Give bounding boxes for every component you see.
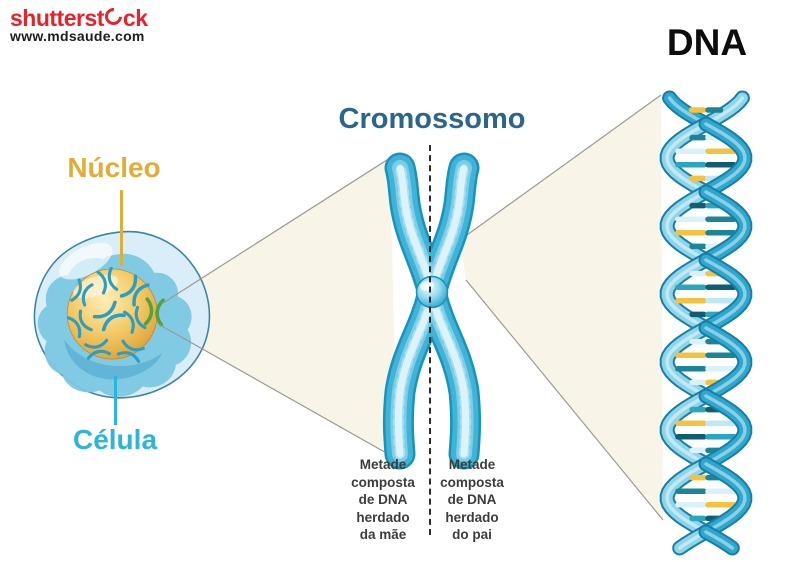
caption-line: do pai bbox=[452, 527, 492, 542]
caption-paternal: Metade composta de DNA herdado do pai bbox=[420, 456, 524, 544]
dna-strand-segment bbox=[704, 326, 747, 398]
dna-strand-segment bbox=[665, 462, 708, 534]
dna-strand-segment bbox=[661, 390, 712, 470]
caption-line: herdado bbox=[356, 509, 410, 525]
caption-line: de DNA bbox=[447, 492, 497, 507]
centromere-divider-line bbox=[429, 145, 431, 535]
logo-suffix: ck bbox=[122, 5, 148, 31]
caption-maternal: Metade composta de DNA herdado da mãe bbox=[331, 456, 435, 544]
dna-strand-segment bbox=[704, 462, 747, 534]
shutterstock-logo: shutterst ck bbox=[10, 4, 148, 32]
dna-strand-segment bbox=[700, 118, 751, 198]
dna-strand-segment bbox=[700, 458, 751, 538]
dna-strand-segment bbox=[665, 394, 708, 466]
dna-strand-segment bbox=[704, 92, 748, 128]
dna-strand-segment bbox=[665, 326, 708, 398]
dna-strand-segment bbox=[665, 122, 708, 194]
dna-strand-segment bbox=[700, 254, 751, 334]
dna-strand-segment bbox=[661, 186, 712, 266]
dna-strand-segment bbox=[700, 322, 751, 402]
cell-label: Célula bbox=[72, 424, 158, 455]
dna-strand-segment bbox=[704, 530, 735, 550]
logo-prefix: shutterst bbox=[10, 5, 104, 31]
beam-line-cell-bottom bbox=[159, 324, 398, 460]
beam-line-cell-top bbox=[162, 157, 391, 304]
dna-strand-segment bbox=[661, 118, 712, 198]
centromere bbox=[415, 275, 449, 309]
dna-strand-segment bbox=[667, 96, 705, 124]
cell-illustration bbox=[33, 230, 211, 399]
dna-strand-segment bbox=[665, 258, 708, 330]
dna-title: DNA bbox=[666, 22, 748, 63]
dna-strand-segment bbox=[665, 190, 708, 262]
zoom-beam-chromosome-to-dna bbox=[460, 95, 663, 520]
nucleus-chromosomes bbox=[67, 266, 150, 363]
caption-line: de DNA bbox=[358, 492, 408, 507]
nucleus-chromosome-green bbox=[143, 297, 165, 327]
dna-strand-segment bbox=[700, 186, 751, 266]
chromosome-title: Cromossomo bbox=[338, 103, 526, 135]
dna-strand-segment bbox=[704, 190, 747, 262]
dna-strand-segment bbox=[707, 96, 745, 124]
beam-line-chromosome-bottom bbox=[465, 279, 664, 521]
dna-strand-segment bbox=[664, 92, 708, 128]
dna-strand-segment bbox=[661, 322, 712, 402]
chromosome-helix-texture bbox=[392, 162, 472, 460]
caption-line: Metade bbox=[448, 457, 496, 472]
shutter-o-icon bbox=[101, 4, 126, 29]
cell-cytoplasm-shade bbox=[64, 339, 163, 380]
site-watermark: www.mdsaude.com bbox=[10, 28, 145, 44]
dna-strand-segment bbox=[661, 254, 712, 334]
nucleus-pointer-line bbox=[120, 190, 123, 266]
nucleus-label: Núcleo bbox=[67, 152, 161, 183]
chromosome-arms bbox=[382, 152, 482, 470]
caption-line: da mãe bbox=[359, 527, 407, 542]
dna-strand-segment bbox=[704, 394, 747, 466]
dna-strand-segment bbox=[704, 122, 747, 194]
caption-line: composta bbox=[440, 474, 504, 490]
cell-highlight bbox=[59, 242, 113, 280]
zoom-beam-cell-to-chromosome bbox=[160, 158, 397, 459]
caption-line: Metade bbox=[359, 457, 407, 472]
caption-line: composta bbox=[351, 474, 415, 490]
dna-strand-segment bbox=[661, 458, 712, 538]
chromosome-illustration bbox=[382, 152, 482, 470]
dna-helix-illustration bbox=[659, 90, 753, 556]
caption-line: herdado bbox=[445, 509, 499, 525]
dna-strand-segment bbox=[700, 390, 751, 470]
beam-line-chromosome-top bbox=[459, 94, 662, 241]
dna-strand-segment bbox=[700, 526, 738, 554]
cell-pointer-line bbox=[114, 376, 117, 425]
dna-strand-segment bbox=[704, 258, 747, 330]
